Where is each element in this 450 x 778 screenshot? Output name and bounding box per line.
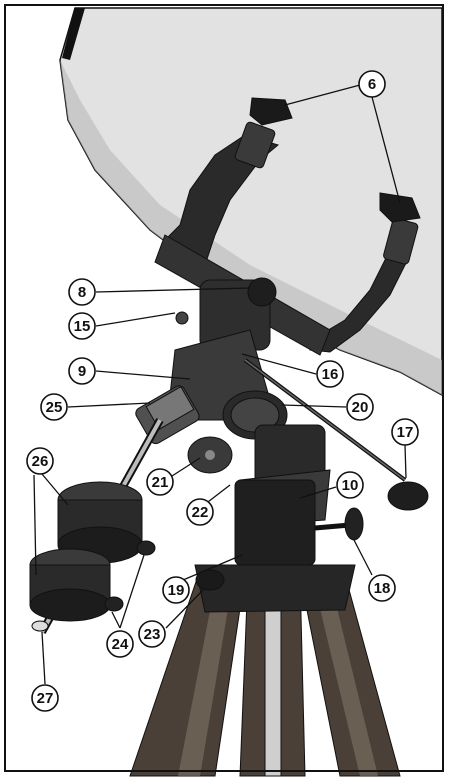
callout-10: 10	[336, 471, 364, 499]
callout-25-label: 25	[46, 399, 63, 416]
callouts: 6 8 15 9 16 25 20 17	[26, 70, 419, 712]
callout-18-label: 18	[374, 580, 391, 597]
callout-19: 19	[162, 576, 190, 604]
callout-23-label: 23	[144, 626, 161, 643]
callout-8: 8	[68, 278, 96, 306]
callout-17-label: 17	[397, 424, 414, 441]
equatorial-head	[135, 277, 429, 566]
callout-22-label: 22	[192, 504, 209, 521]
callout-18: 18	[368, 574, 396, 602]
callout-6: 6	[358, 70, 386, 98]
tube-rings	[154, 97, 421, 356]
callout-16: 16	[316, 360, 344, 388]
callout-15-label: 15	[74, 318, 91, 335]
callout-22: 22	[186, 498, 214, 526]
callout-24: 24	[106, 630, 134, 658]
callout-26-label: 26	[32, 453, 49, 470]
callout-23: 23	[138, 620, 166, 648]
callout-6-label: 6	[368, 76, 376, 93]
callout-8-label: 8	[78, 284, 86, 301]
callout-20: 20	[346, 393, 374, 421]
callout-24-label: 24	[112, 636, 129, 653]
callout-21-label: 21	[152, 474, 169, 491]
callout-16-label: 16	[322, 366, 339, 383]
callout-21: 21	[146, 468, 174, 496]
callout-26: 26	[26, 447, 54, 475]
leader-lines	[33, 84, 407, 685]
callout-27: 27	[31, 684, 59, 712]
counterweight-assembly	[29, 418, 164, 634]
callout-9-label: 9	[78, 363, 86, 380]
tripod	[129, 564, 401, 777]
callout-17: 17	[391, 418, 419, 446]
callout-9: 9	[68, 357, 96, 385]
callout-10-label: 10	[342, 477, 359, 494]
callout-20-label: 20	[352, 399, 369, 416]
callout-27-label: 27	[37, 690, 54, 707]
figure-frame	[4, 4, 444, 772]
callout-19-label: 19	[168, 582, 185, 599]
callout-25: 25	[40, 393, 68, 421]
callout-15: 15	[68, 312, 96, 340]
